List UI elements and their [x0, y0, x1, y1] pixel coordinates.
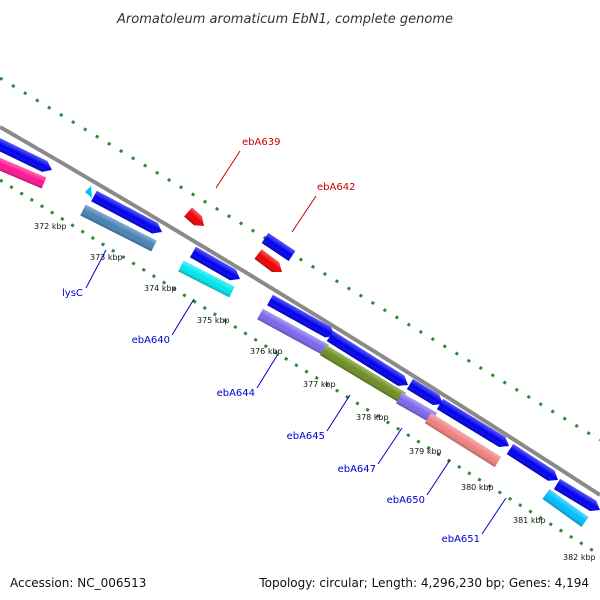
gene-label-eba651[interactable]: ebA651	[442, 534, 480, 545]
gene-label-eba640[interactable]: ebA640	[132, 335, 170, 346]
scale-tick-label: 375 kbp	[197, 316, 230, 325]
scale-tick-label: 378 kbp	[356, 413, 389, 422]
gene-block	[424, 412, 502, 468]
gene-block	[178, 260, 235, 298]
gene-block	[396, 392, 437, 424]
label-leader-line	[291, 195, 317, 233]
gene-block	[0, 154, 47, 189]
cds-forward-arrow	[91, 190, 163, 234]
genome-summary-text: Topology: circular; Length: 4,296,230 bp…	[258, 576, 589, 590]
gene-label-eba647[interactable]: ebA647	[338, 464, 376, 475]
cds-forward-arrow	[190, 246, 240, 281]
feature-track	[0, 134, 600, 527]
gene-label-eba644[interactable]: ebA644	[217, 388, 255, 399]
gene-block	[542, 489, 589, 527]
scale-tick-label: 381 kbp	[513, 516, 546, 525]
scale-tick-label: 376 kbp	[250, 347, 283, 356]
cds-forward-arrow	[326, 330, 408, 386]
gene-block	[257, 308, 329, 356]
gc-dots-outer	[0, 76, 600, 442]
cds-forward-arrow	[0, 134, 53, 172]
accession-text: Accession: NC_006513	[10, 576, 146, 590]
label-leader-line	[377, 427, 403, 465]
label-leader-line	[481, 497, 507, 535]
scale-tick-label: 372 kbp	[34, 222, 67, 231]
label-leader-line	[215, 150, 241, 189]
cds-forward-arrow	[267, 294, 335, 338]
label-leader-line	[426, 459, 451, 496]
scale-tick-label: 380 kbp	[461, 483, 494, 492]
gene-block	[319, 344, 407, 404]
label-leader-line	[85, 249, 107, 289]
label-leader-line	[256, 353, 279, 389]
gene-label-eba639[interactable]: ebA639	[242, 137, 280, 148]
cds-forward-arrow	[506, 443, 559, 481]
label-leader-line	[326, 394, 351, 432]
scale-tick-label: 382 kbp	[563, 553, 596, 562]
feature-marker	[85, 186, 92, 198]
gene-block	[80, 204, 157, 252]
scale-ticks: 372 kbp 373 kbp 374 kbp 375 kbp 376 kbp 377 k…	[34, 222, 596, 562]
gene-label-eba645[interactable]: ebA645	[287, 431, 325, 442]
gc-dots-inner	[0, 178, 600, 557]
cds-forward-arrow	[406, 378, 443, 405]
cds-forward-arrow	[553, 478, 600, 511]
cds-reverse-arrow	[184, 207, 205, 227]
scale-tick-label: 377 kbp	[303, 380, 336, 389]
gene-label-eba650[interactable]: ebA650	[387, 495, 425, 506]
scale-tick-label: 379 kbp	[409, 447, 442, 456]
gene-label-eba642[interactable]: ebA642	[317, 182, 355, 193]
gene-labels: ebA639 ebA642 lysC ebA640 ebA644 ebA645 ebA647…	[62, 137, 507, 545]
cds-forward-arrow	[436, 398, 510, 447]
label-leader-line	[171, 298, 195, 336]
cds-reverse-arrow	[254, 249, 283, 272]
cds-forward-arrow	[261, 233, 296, 261]
genome-backbone	[0, 125, 600, 497]
scale-tick-label: 373 kbp	[90, 253, 123, 262]
gene-label-lysc[interactable]: lysC	[62, 288, 83, 299]
genome-title: Aromatoleum aromaticum EbN1, complete ge…	[116, 12, 453, 27]
scale-tick-label: 374 kbp	[144, 284, 177, 293]
